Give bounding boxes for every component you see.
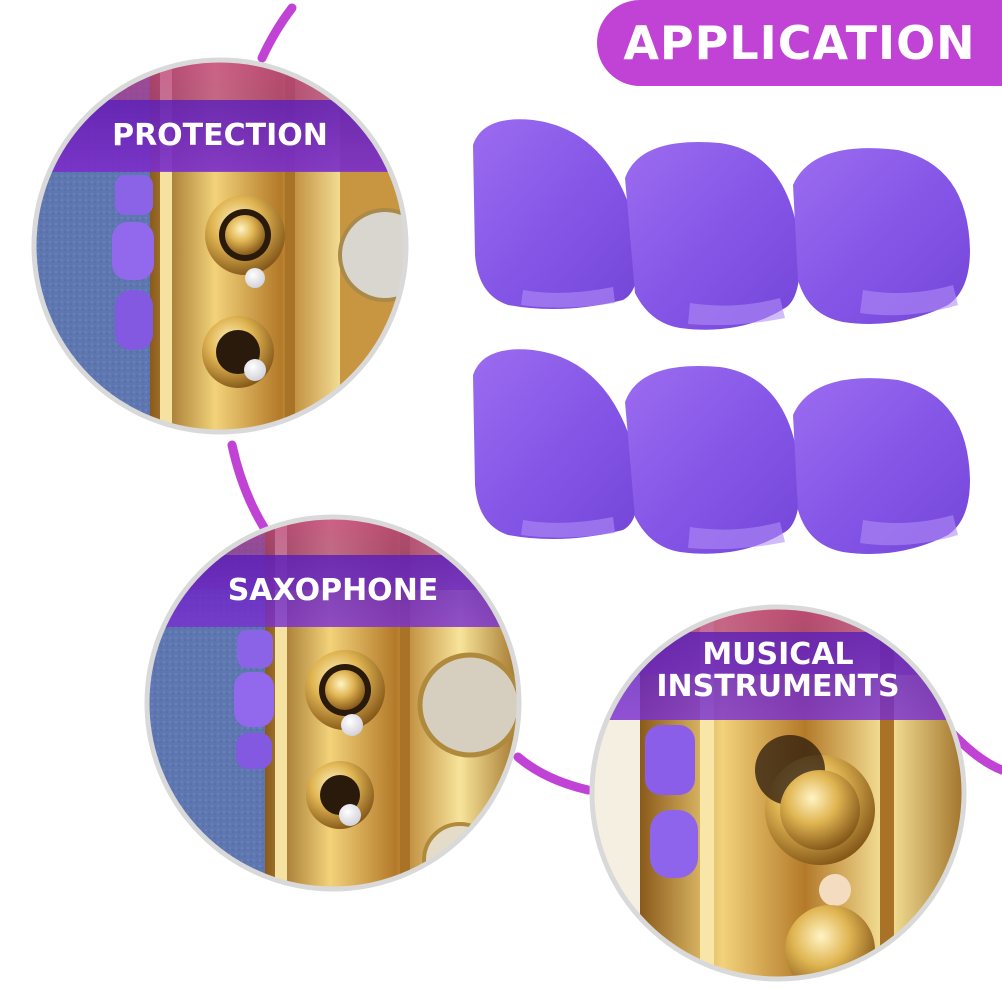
protection-label: PROTECTION — [112, 118, 328, 153]
key-cap — [793, 378, 970, 554]
key-cap — [625, 142, 801, 330]
protection-photo — [31, 57, 409, 435]
musical-instruments-label-line2: INSTRUMENTS — [656, 669, 899, 704]
saxophone-photo — [144, 514, 522, 892]
application-banner: APPLICATION — [597, 0, 1002, 86]
key-cap — [473, 119, 639, 310]
key-cap — [793, 148, 970, 324]
saxophone-label: SAXOPHONE — [228, 573, 439, 608]
key-cap — [473, 349, 639, 539]
key-cap — [625, 366, 801, 554]
application-title: APPLICATION — [623, 16, 976, 70]
musical-instruments-label-line1: MUSICAL — [702, 637, 853, 672]
key-cap-grid — [473, 119, 970, 554]
